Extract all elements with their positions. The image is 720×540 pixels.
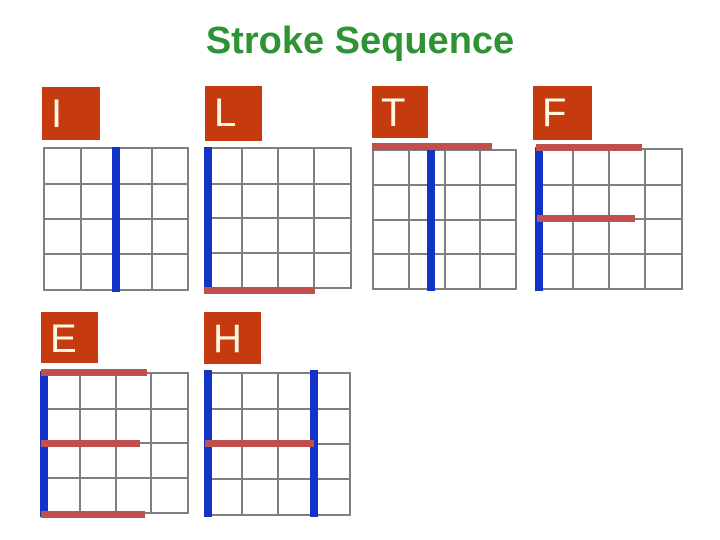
horizontal-stroke xyxy=(204,287,315,294)
horizontal-stroke xyxy=(41,511,145,518)
grid-line xyxy=(44,476,187,479)
slide-title: Stroke Sequence xyxy=(205,20,515,62)
grid-line xyxy=(206,408,349,410)
grid-line xyxy=(206,478,349,480)
letter-text: I xyxy=(51,92,63,136)
horizontal-stroke xyxy=(537,215,635,222)
grid-line xyxy=(44,407,187,410)
letter-label-F: F xyxy=(533,86,592,140)
horizontal-stroke xyxy=(372,143,492,150)
horizontal-stroke xyxy=(41,440,140,447)
letter-text: T xyxy=(381,91,406,135)
grid-line xyxy=(374,218,515,221)
practice-grid-T xyxy=(372,149,517,290)
letter-label-L: L xyxy=(205,86,262,141)
grid-line xyxy=(206,182,350,185)
grid-line xyxy=(537,252,681,255)
letter-text: F xyxy=(542,91,567,135)
vertical-stroke xyxy=(310,370,318,517)
letter-label-I: I xyxy=(42,87,100,140)
letter-text: E xyxy=(50,317,77,361)
horizontal-stroke xyxy=(205,440,314,447)
vertical-stroke xyxy=(427,150,435,291)
letter-label-E: E xyxy=(41,312,98,363)
vertical-stroke xyxy=(204,147,212,290)
practice-grid-L xyxy=(204,147,352,289)
letter-label-H: H xyxy=(204,312,261,364)
grid-line xyxy=(206,217,350,219)
grid-line xyxy=(374,252,515,255)
horizontal-stroke xyxy=(41,369,147,376)
letter-text: H xyxy=(213,317,242,361)
vertical-stroke xyxy=(112,147,120,292)
grid-line xyxy=(537,183,681,186)
horizontal-stroke xyxy=(536,144,642,151)
letter-label-T: T xyxy=(372,86,428,138)
grid-line xyxy=(206,251,350,254)
letter-text: L xyxy=(214,91,237,135)
grid-line xyxy=(374,184,515,187)
